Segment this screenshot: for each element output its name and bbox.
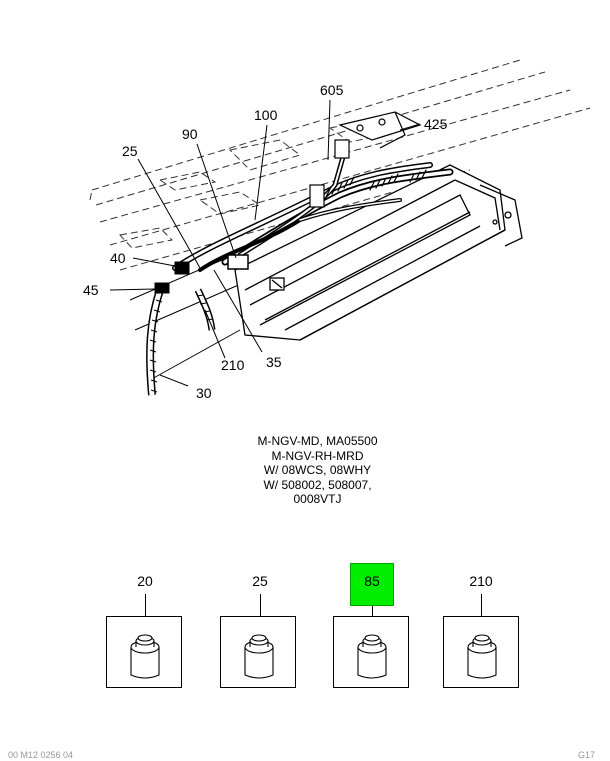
bracket-425 [338,111,422,149]
callout-210: 210 [221,357,245,373]
callout-25: 25 [122,143,138,159]
callout-45: 45 [83,282,99,298]
caption-line: W/ 508002, 508007, [263,477,372,492]
caption-line: M-NGV-RH-MRD [271,448,364,463]
connector-40 [174,261,190,275]
callout-425: 425 [424,116,448,132]
cable-tie-mount-icon [357,634,387,679]
callout-605: 605 [320,82,344,98]
conduit-30 [146,288,216,396]
connector-90 [227,254,249,270]
callout-35: 35 [266,354,282,370]
part-box-85[interactable] [333,616,409,688]
tank-box [234,164,523,341]
cable-tie-mount-icon [467,634,497,679]
part-label-85[interactable]: 85 [364,573,380,589]
caption-line: 0008VTJ [293,492,342,506]
part-stem [260,594,261,616]
leader-lines [109,99,421,387]
part-label-25[interactable]: 25 [252,573,268,589]
clamp-45 [154,282,170,294]
clip-605 [334,139,350,159]
cable-tie-mount-icon [244,634,274,679]
part-highlight [350,563,394,606]
part-stem [481,594,482,616]
cable-tie-mount-icon [130,634,160,679]
part-label-210[interactable]: 210 [469,573,493,589]
callout-90: 90 [182,126,198,142]
sheet-code: G17 [578,750,596,760]
applicability-caption: M-NGV-MD, MA05500 M-NGV-RH-MRD W/ 08WCS,… [200,434,435,507]
part-label-20[interactable]: 20 [137,573,153,589]
callout-30: 30 [196,385,212,401]
part-stem [145,594,146,616]
callout-100: 100 [254,107,278,123]
callout-40: 40 [110,250,126,266]
caption-line: M-NGV-MD, MA05500 [257,434,378,448]
part-stem [372,606,373,616]
clip-100 [309,184,325,208]
drawing-number: 00 M12 0256 04 [8,750,74,760]
part-box-20[interactable] [106,616,182,688]
part-box-25[interactable] [220,616,296,688]
caption-line: W/ 08WCS, 08WHY [263,463,372,477]
part-box-210[interactable] [443,616,519,688]
